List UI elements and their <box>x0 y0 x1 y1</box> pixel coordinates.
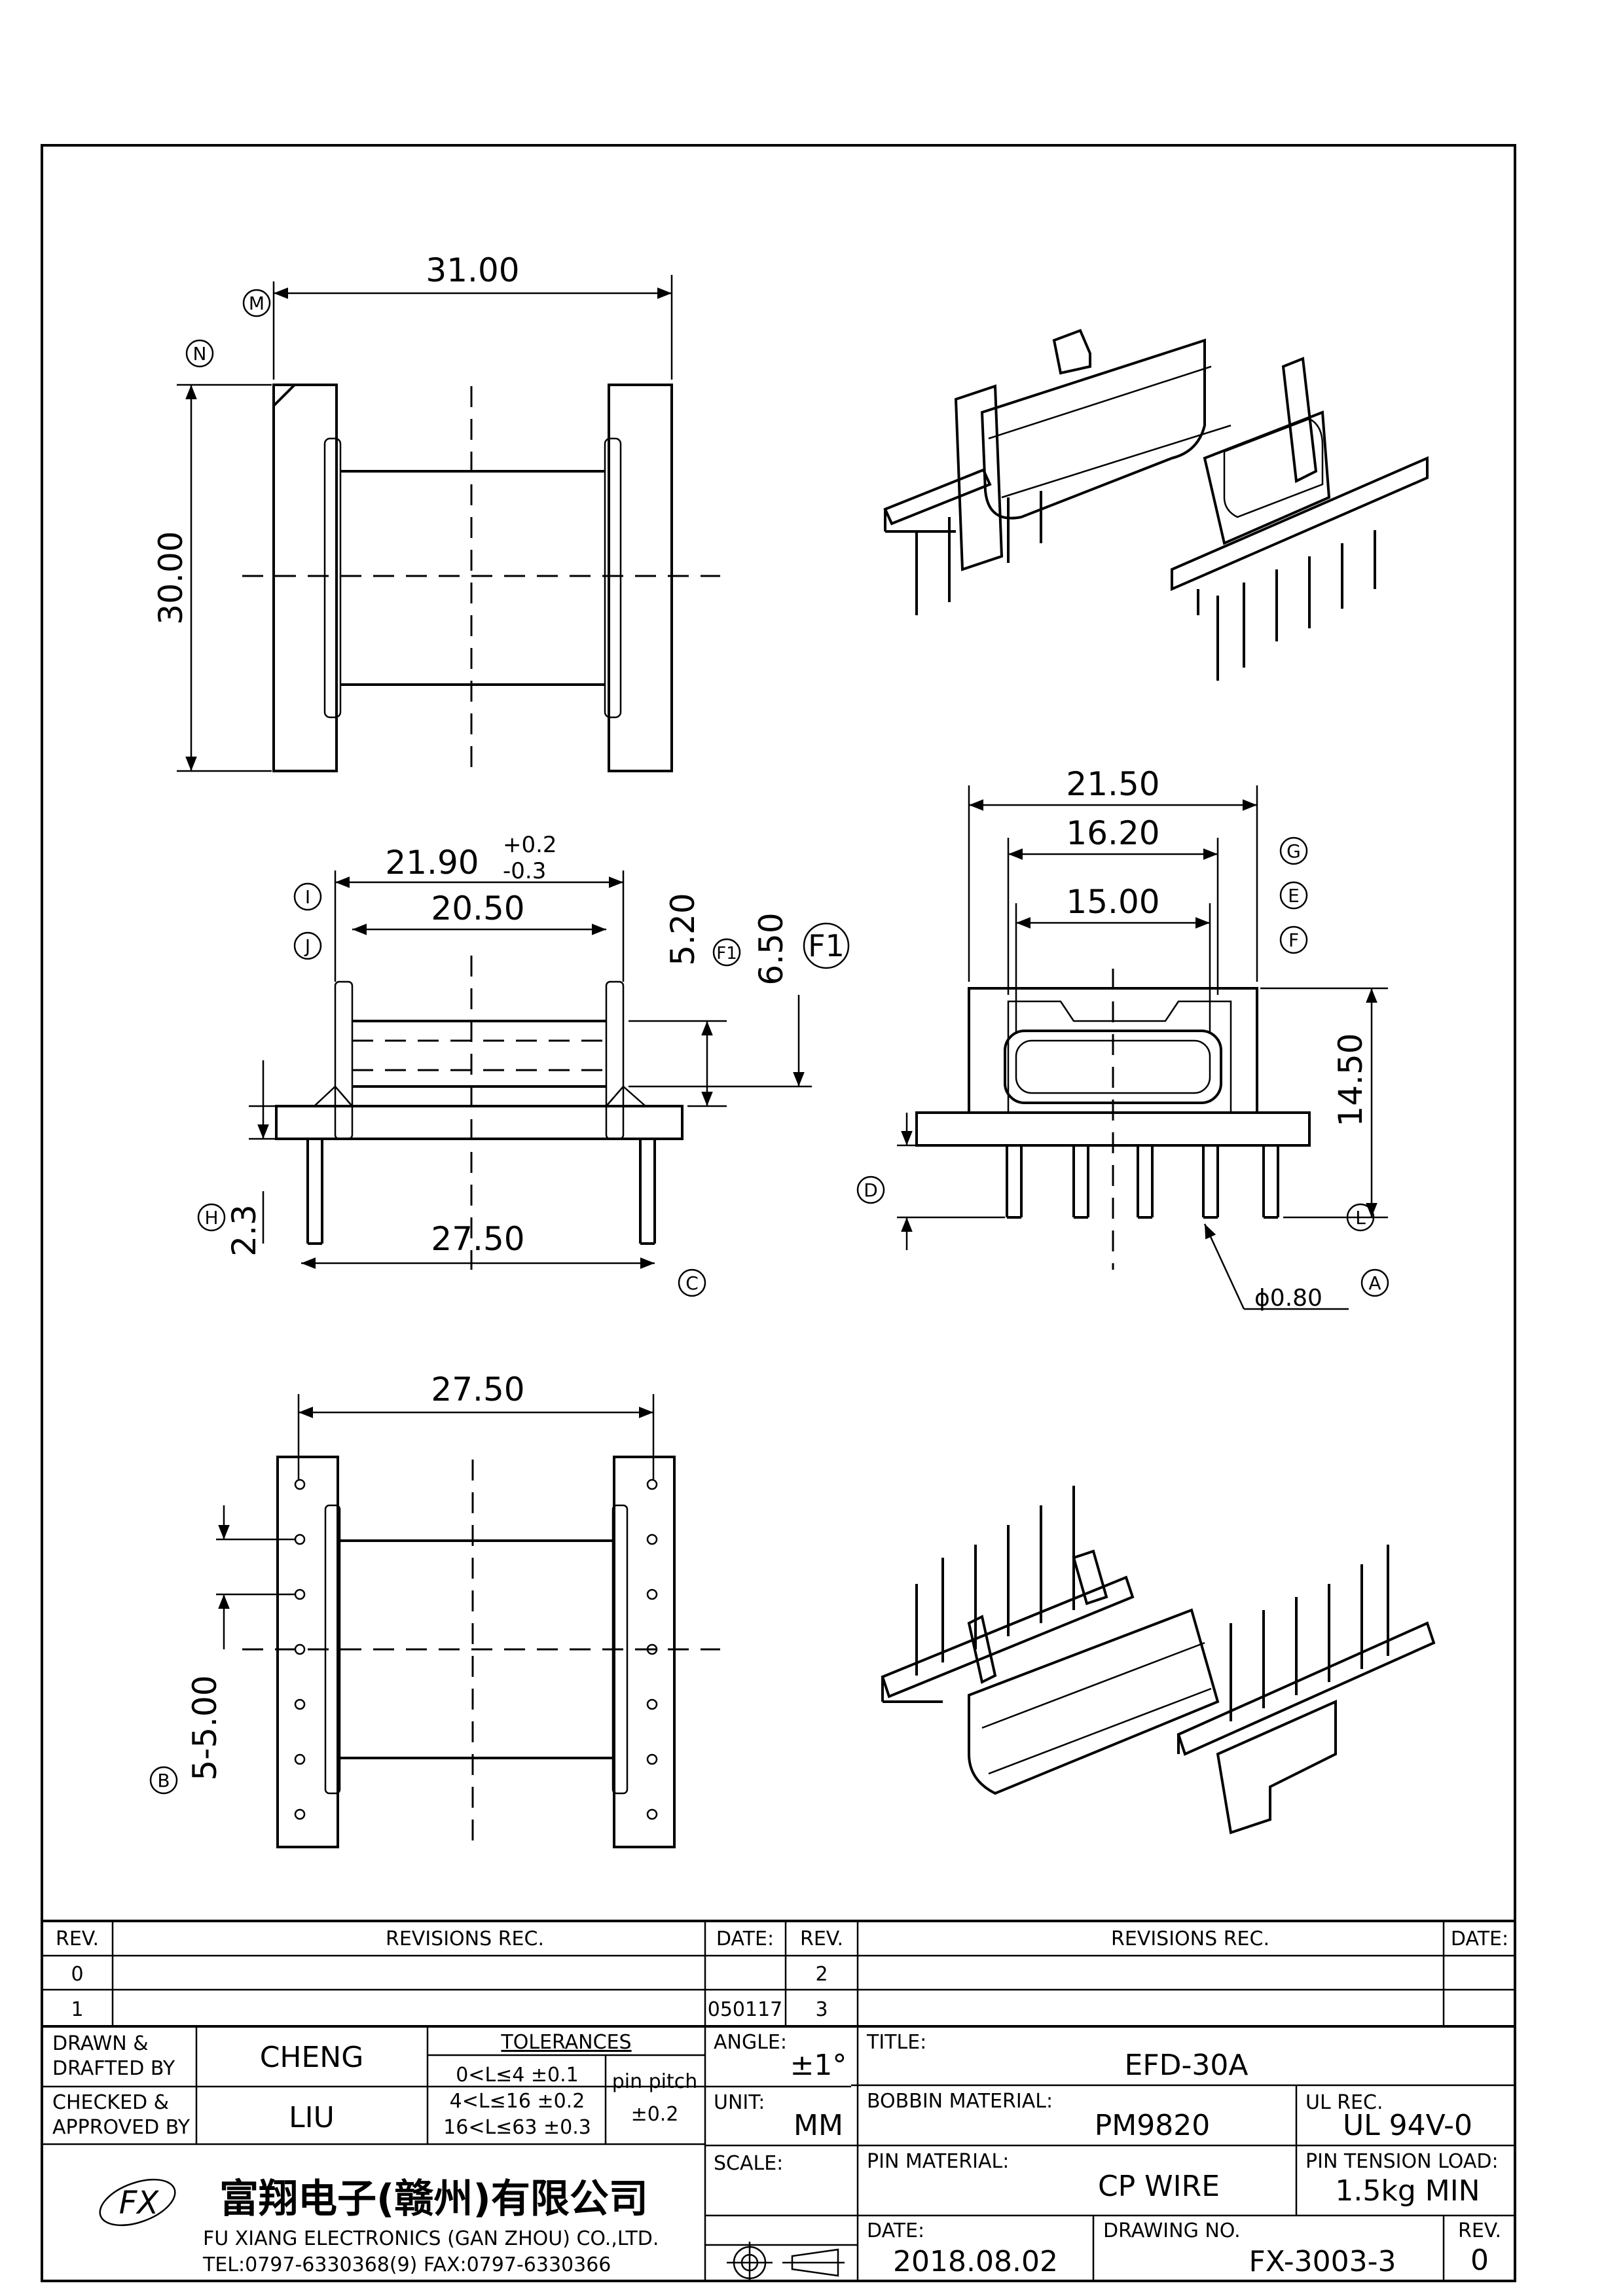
tolerance-row-0: 0<L≤4 ±0.1 <box>456 2064 579 2087</box>
company-name-en: FU XIANG ELECTRONICS (GAN ZHOU) CO.,LTD. <box>203 2227 659 2250</box>
callout-f1-large: F1 <box>808 928 845 963</box>
drawn-value: CHENG <box>260 2041 364 2074</box>
date-header-left: DATE: <box>716 1928 774 1950</box>
callout-g: G <box>1286 840 1301 862</box>
side-outer-width-dim: 21.90 <box>385 844 479 882</box>
pin-tension-label: PIN TENSION LOAD: <box>1305 2150 1499 2173</box>
rev-header-left: REV. <box>56 1928 99 1950</box>
pin-material-value: CP WIRE <box>1098 2170 1220 2203</box>
rev-row-3: 3 <box>815 1998 828 2021</box>
callout-i: I <box>305 886 310 908</box>
side-tol-lower: -0.3 <box>503 858 546 884</box>
callout-h: H <box>204 1207 218 1229</box>
front-outer-dim: 21.50 <box>1066 765 1159 803</box>
callout-f: F <box>1288 929 1299 951</box>
callout-c: C <box>685 1272 699 1294</box>
drawing-border <box>41 144 1516 2282</box>
pin-material-label: PIN MATERIAL: <box>867 2150 1009 2173</box>
company-contact: TEL:0797-6330368(9) FAX:0797-6330366 <box>202 2253 611 2276</box>
tolerances-label: TOLERANCES <box>500 2031 631 2054</box>
side-pin-span-dim: 27.50 <box>431 1220 524 1258</box>
front-height-dim: 14.50 <box>1332 1033 1370 1126</box>
title-block: REV. REVISIONS REC. DATE: REV. REVISIONS… <box>42 1920 1515 2281</box>
bottom-pin-span-dim: 27.50 <box>431 1371 524 1408</box>
rev-label: REV. <box>1458 2219 1501 2242</box>
drawing-no-value: FX-3003-3 <box>1249 2245 1396 2278</box>
callout-f1-small: F1 <box>716 944 737 963</box>
title-value: EFD-30A <box>1125 2049 1249 2082</box>
side-tol-upper: +0.2 <box>503 832 557 858</box>
top-view: 31.00 30.00 M N <box>152 251 720 772</box>
callout-b: B <box>157 1770 170 1791</box>
revisions-header-left: REVISIONS REC. <box>386 1928 544 1950</box>
drawing-no-label: DRAWING NO. <box>1103 2219 1241 2242</box>
callout-d: D <box>864 1179 878 1201</box>
pin-pitch-label: pin pitch <box>612 2070 698 2093</box>
tolerance-row-1: 4<L≤16 ±0.2 <box>450 2090 585 2113</box>
rev-row-1: 1 <box>71 1998 83 2021</box>
iso-view-bottom <box>881 1486 1436 1835</box>
pin-tension-value: 1.5kg MIN <box>1335 2174 1480 2208</box>
unit-value: MM <box>793 2109 843 2142</box>
drawn-label: DRAWN &DRAFTED BY <box>52 2032 175 2080</box>
bobbin-value: PM9820 <box>1095 2109 1210 2142</box>
angle-label: ANGLE: <box>714 2031 787 2054</box>
date-value: 2018.08.02 <box>893 2245 1058 2278</box>
callout-l: L <box>1355 1207 1366 1229</box>
company-logo: FX <box>99 2178 176 2227</box>
callout-e: E <box>1288 885 1300 906</box>
unit-label: UNIT: <box>714 2091 765 2114</box>
top-height-dim: 30.00 <box>152 531 190 624</box>
callout-a: A <box>1368 1272 1381 1294</box>
iso-view-top <box>883 329 1429 681</box>
title-label: TITLE: <box>866 2031 926 2054</box>
top-width-dim: 31.00 <box>426 251 519 289</box>
revisions-header-right: REVISIONS REC. <box>1111 1928 1269 1950</box>
checked-label: CHECKED &APPROVED BY <box>52 2091 191 2139</box>
side-inner-width-dim: 20.50 <box>431 889 524 927</box>
checked-value: LIU <box>289 2101 335 2134</box>
side-height-b-dim: 6.50 <box>752 912 790 985</box>
side-pin-length-dim: 2.3 <box>225 1204 263 1257</box>
front-pin-dia: ϕ0.80 <box>1254 1285 1322 1312</box>
callout-j: J <box>304 935 310 957</box>
pin-pitch-value: ±0.2 <box>631 2103 679 2126</box>
rev-row-0: 0 <box>71 1963 83 1986</box>
rev-header-right: REV. <box>800 1928 843 1950</box>
scale-label: SCALE: <box>714 2152 783 2175</box>
company-name-cn: 富翔电子(赣州)有限公司 <box>219 2176 648 2222</box>
front-mid-dim: 16.20 <box>1066 814 1159 852</box>
bobbin-label: BOBBIN MATERIAL: <box>867 2090 1053 2113</box>
date-label: DATE: <box>867 2219 924 2242</box>
front-inner-dim: 15.00 <box>1066 883 1159 921</box>
logo-text: FX <box>119 2185 160 2221</box>
projection-symbol-icon <box>727 2242 845 2281</box>
date-header-right: DATE: <box>1451 1928 1508 1950</box>
callout-m: M <box>249 293 264 314</box>
bottom-pitch-dim: 5-5.00 <box>186 1675 224 1780</box>
bottom-view: 27.50 5-5.00 B <box>149 1371 720 1848</box>
rev-row-1-date: 050117 <box>708 1998 783 2021</box>
callout-n: N <box>193 343 207 365</box>
tolerance-row-2: 16<L≤63 ±0.3 <box>443 2116 591 2139</box>
front-view: 21.50 16.20 15.00 14.50 ϕ0.80 G E F D L … <box>856 765 1389 1312</box>
ul-value: UL 94V-0 <box>1343 2109 1472 2142</box>
rev-value: 0 <box>1470 2244 1489 2277</box>
rev-row-2: 2 <box>815 1963 828 1986</box>
ul-label: UL REC. <box>1305 2091 1383 2114</box>
angle-value: ±1° <box>790 2049 847 2082</box>
side-height-a-dim: 5.20 <box>664 893 702 965</box>
side-view: 21.90 +0.2 -0.3 20.50 5.20 6.50 2.3 27.5… <box>197 832 850 1297</box>
